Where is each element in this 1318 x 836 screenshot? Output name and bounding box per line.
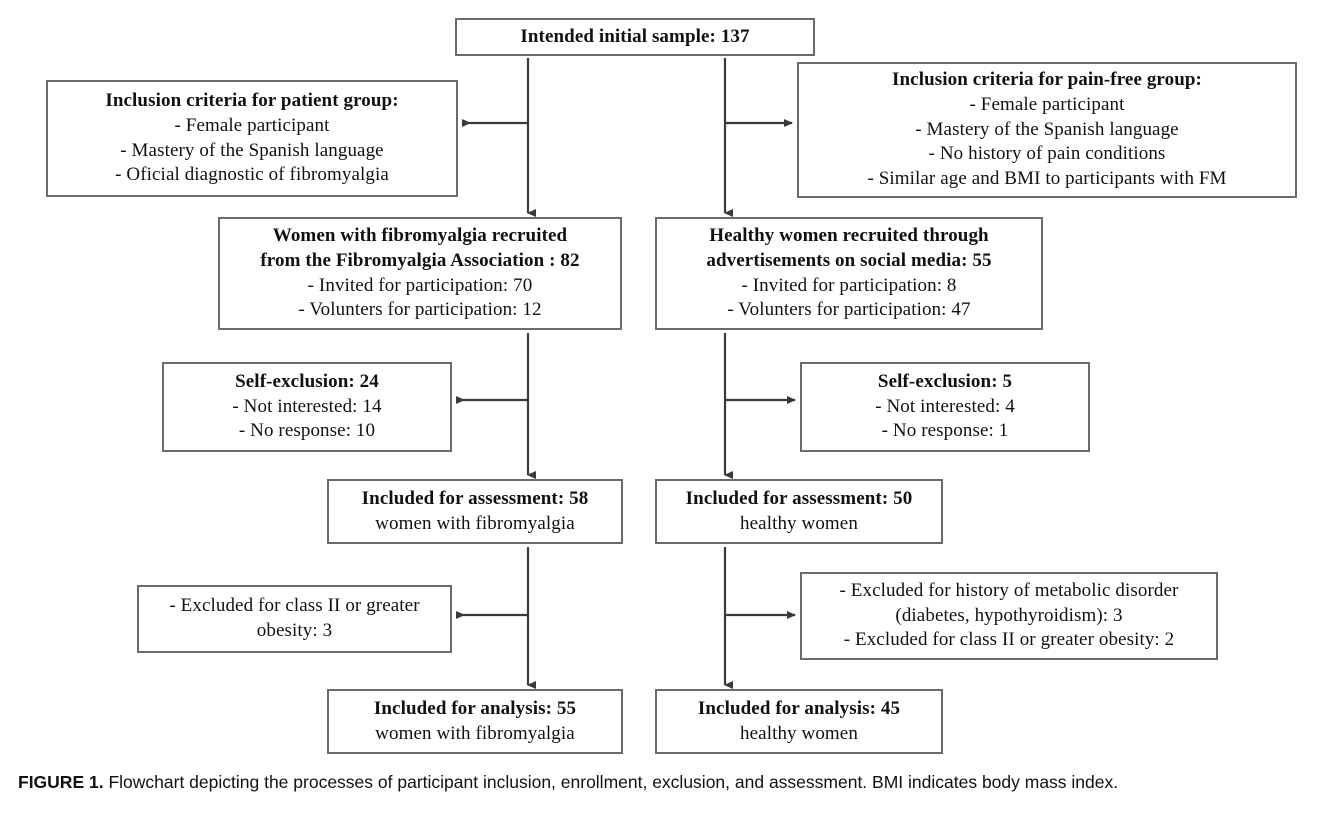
node-line: women with fibromyalgia [375,512,575,534]
node-line: - Mastery of the Spanish language [120,139,384,161]
node-self-exclusion-fibromyalgia: Self-exclusion: 24 - Not interested: 14 … [162,362,452,452]
node-line: healthy women [740,722,858,744]
node-line: Included for assessment: 50 [685,487,913,509]
figure-caption: FIGURE 1. Flowchart depicting the proces… [18,770,1303,795]
node-line: Included for assessment: 58 [361,487,589,509]
node-included-for-assessment-fibromyalgia: Included for assessment: 58 women with f… [327,479,623,544]
node-included-for-assessment-healthy: Included for assessment: 50 healthy wome… [655,479,943,544]
node-line: - No response: 1 [881,420,1009,442]
flowchart: Intended initial sample: 137 Inclusion c… [46,18,1297,754]
node-inclusion-criteria-pain-free-group: Inclusion criteria for pain-free group: … [797,62,1297,198]
figure-caption-text: Flowchart depicting the processes of par… [108,772,1119,792]
node-line: (diabetes, hypothyroidism): 3 [895,604,1123,626]
node-intended-initial-sample: Intended initial sample: 137 [455,18,815,56]
node-included-for-analysis-healthy: Included for analysis: 45 healthy women [655,689,943,754]
node-line: - No response: 10 [238,420,376,442]
node-line: Inclusion criteria for pain-free group: [892,69,1202,91]
node-line: Self-exclusion: 24 [235,370,379,392]
node-line: Inclusion criteria for patient group: [105,90,399,112]
node-line: advertisements on social media: 55 [706,249,992,271]
node-line: Included for analysis: 55 [373,697,577,719]
node-line: Women with fibromyalgia recruited [272,225,568,247]
node-line: healthy women [740,512,858,534]
node-line: - Volunters for participation: 47 [727,299,971,321]
node-women-with-fibromyalgia-recruited: Women with fibromyalgia recruited from t… [218,217,622,330]
node-self-exclusion-healthy: Self-exclusion: 5 - Not interested: 4 - … [800,362,1090,452]
node-line: from the Fibromyalgia Association : 82 [260,249,580,271]
node-included-for-analysis-fibromyalgia: Included for analysis: 55 women with fib… [327,689,623,754]
node-line: Intended initial sample: 137 [520,25,750,47]
node-line: - Female participant [174,114,330,136]
node-line: - Mastery of the Spanish language [915,118,1179,140]
node-line: Self-exclusion: 5 [877,370,1013,392]
figure-label: FIGURE 1. [18,772,104,792]
node-line: Healthy women recruited through [709,225,989,247]
node-excluded-healthy: - Excluded for history of metabolic diso… [800,572,1218,660]
node-healthy-women-recruited: Healthy women recruited through advertis… [655,217,1043,330]
node-line: obesity: 3 [256,620,333,641]
node-line: - Invited for participation: 8 [741,274,957,296]
node-line: - Not interested: 14 [232,395,382,417]
node-line: Included for analysis: 45 [697,697,901,719]
node-line: - Excluded for class II or greater [169,595,420,617]
node-excluded-obesity-fibromyalgia: - Excluded for class II or greater obesi… [137,585,452,653]
node-line: - Similar age and BMI to participants wi… [867,168,1227,190]
node-inclusion-criteria-patient-group: Inclusion criteria for patient group: - … [46,80,458,197]
node-line: women with fibromyalgia [375,722,575,744]
node-line: - Invited for participation: 70 [307,274,533,296]
node-line: - Volunters for participation: 12 [298,299,542,321]
node-line: - Oficial diagnostic of fibromyalgia [115,164,389,186]
node-line: - No history of pain conditions [928,143,1166,165]
node-line: - Excluded for history of metabolic diso… [839,579,1179,601]
node-line: - Excluded for class II or greater obesi… [843,629,1175,651]
node-line: - Not interested: 4 [875,395,1015,417]
node-line: - Female participant [969,93,1125,115]
